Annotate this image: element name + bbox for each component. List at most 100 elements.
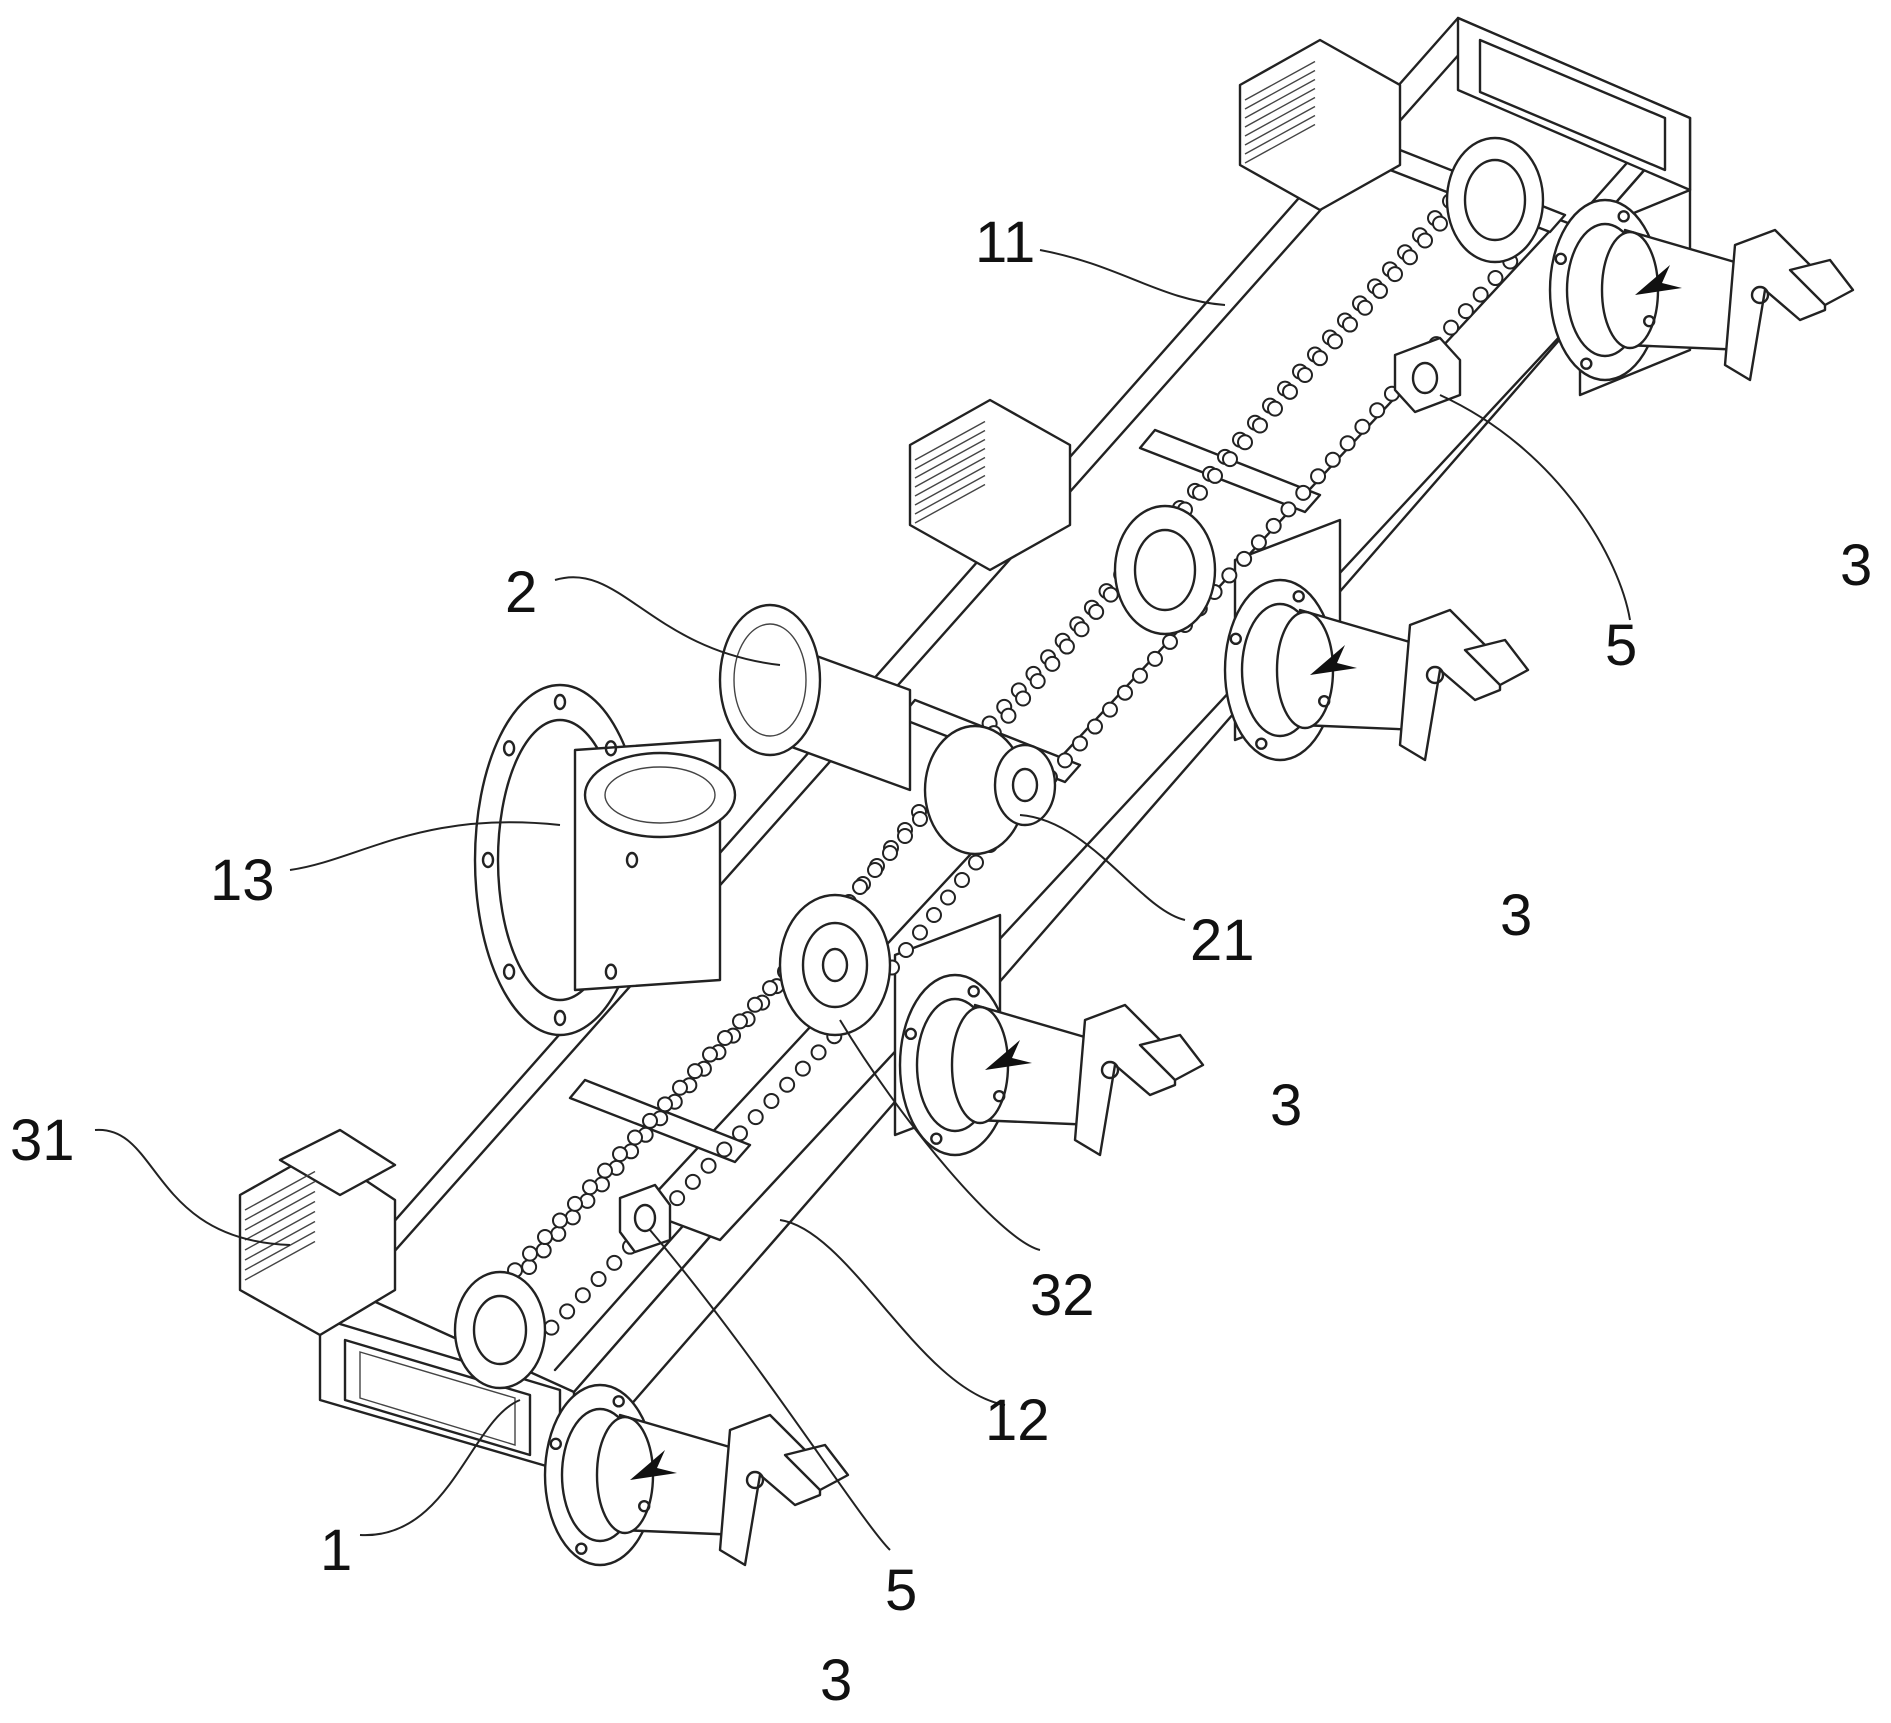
chain-link	[1102, 701, 1118, 718]
chain-link	[882, 845, 898, 861]
chain-link	[940, 889, 956, 906]
chain-link	[597, 1162, 613, 1179]
leader-lines	[94, 249, 1631, 1551]
chain-link	[926, 907, 942, 923]
chain-link	[732, 1013, 748, 1030]
chain-link	[1457, 303, 1474, 320]
cooling-fin	[1244, 114, 1316, 155]
label-tool-head-c: 3	[1270, 1073, 1302, 1138]
chain-link	[700, 1157, 717, 1174]
chain-link	[1087, 718, 1103, 735]
chain-link	[763, 1092, 780, 1109]
chain-link	[543, 1319, 560, 1336]
cooling-fin	[244, 1180, 316, 1221]
chain-link	[1297, 367, 1313, 383]
chain-link	[1102, 586, 1119, 603]
chain-link	[1044, 655, 1061, 672]
cooling-fin	[1244, 96, 1316, 137]
chain-link	[1237, 434, 1253, 451]
chain-link	[1236, 550, 1253, 567]
chain-link	[590, 1271, 607, 1288]
bolt-hole	[625, 851, 639, 869]
chain-link	[574, 1287, 591, 1304]
motor-top	[1238, 38, 1402, 212]
chain-link	[1295, 484, 1312, 501]
chain-link	[582, 1179, 598, 1196]
chain-link	[1354, 418, 1371, 435]
cooling-fin	[1244, 87, 1316, 128]
label-tool-head-d: 3	[820, 1648, 852, 1713]
sprocket-upper	[1445, 136, 1545, 264]
cooling-fin	[244, 1240, 316, 1281]
bolt-hole	[502, 740, 516, 757]
cooling-fin	[244, 1190, 316, 1231]
chain-link	[1282, 383, 1298, 400]
chain-link	[1280, 501, 1297, 518]
chain-link	[1221, 567, 1238, 584]
cooling-fin	[1244, 123, 1316, 164]
tool-head	[1548, 198, 1855, 382]
chain-link	[1265, 517, 1282, 534]
chain-link	[642, 1112, 658, 1129]
chain-link	[1207, 467, 1223, 484]
cooling-fin	[244, 1210, 316, 1251]
chain-link	[912, 924, 928, 941]
chain-link	[1250, 534, 1267, 551]
gear-motor-31	[238, 1128, 397, 1337]
chain-link	[552, 1212, 568, 1229]
chain-link	[898, 942, 914, 958]
chain-link	[1324, 451, 1341, 468]
chain-link	[564, 1209, 581, 1226]
cooling-fin	[914, 465, 986, 506]
chain-link	[612, 1146, 628, 1163]
chain-link	[1117, 684, 1133, 701]
cooling-fin	[914, 483, 986, 524]
cooling-fin	[1244, 105, 1316, 146]
chain-link	[669, 1190, 686, 1207]
chain-link	[535, 1242, 552, 1259]
bolt-hole	[553, 693, 567, 711]
chain-link	[1339, 435, 1356, 452]
cooling-fin	[244, 1170, 316, 1211]
chain-link	[897, 828, 913, 844]
chain-link	[684, 1173, 701, 1190]
chain-link	[954, 872, 970, 888]
label-drive-motor: 2	[505, 560, 537, 625]
mount-flange-13	[473, 683, 737, 1037]
chain-link	[1162, 633, 1178, 650]
chain-link	[672, 1079, 688, 1096]
bolt-hole	[502, 963, 516, 980]
chain-link	[1387, 266, 1403, 283]
chain-link	[810, 1044, 827, 1061]
chain-link	[567, 1195, 583, 1212]
tool-head	[898, 973, 1205, 1157]
chain-link	[1057, 752, 1073, 769]
label-tensioner-upper: 5	[1605, 613, 1637, 678]
chain-link	[1487, 270, 1504, 287]
label-gear-motor: 31	[10, 1108, 75, 1173]
chain-link	[747, 1109, 764, 1126]
chain-link	[1372, 282, 1388, 299]
chain-link	[559, 1303, 576, 1320]
chain-link	[522, 1245, 538, 1262]
chain-link	[550, 1225, 567, 1242]
bolt-hole	[604, 963, 618, 980]
cooling-fin	[1244, 78, 1316, 119]
tensioner-block-lower	[618, 1183, 672, 1254]
cooling-fin	[914, 474, 986, 515]
chain-link	[1192, 484, 1208, 501]
tool-head	[1223, 578, 1530, 762]
chain-link	[687, 1063, 703, 1080]
chain-link	[1432, 215, 1448, 232]
cooling-fin	[244, 1230, 316, 1271]
cooling-fin	[1244, 69, 1316, 110]
sprocket-lower	[453, 1270, 547, 1390]
chain-link	[1000, 707, 1017, 724]
cooling-fin	[914, 447, 986, 488]
label-main-frame: 1	[320, 1518, 352, 1583]
chain-link	[1312, 350, 1328, 367]
drive-sprocket-21	[923, 724, 1057, 856]
chain-link	[1132, 667, 1148, 684]
chain-link	[1029, 673, 1046, 690]
bolt-hole	[481, 851, 495, 869]
